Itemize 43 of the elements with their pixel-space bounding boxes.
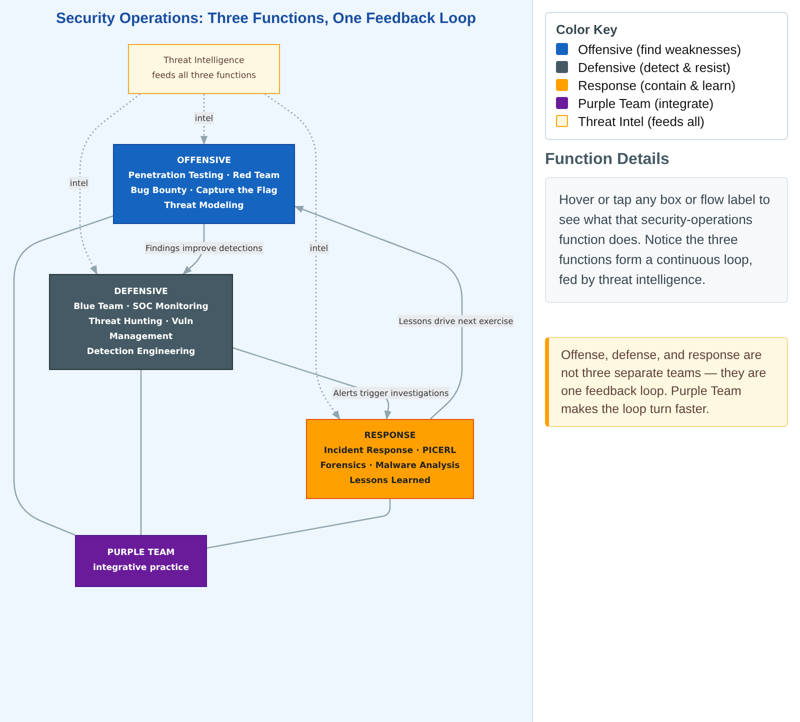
legend-text: Defensive (detect & resist) xyxy=(578,60,730,74)
function-box xyxy=(306,419,474,499)
arrow xyxy=(264,93,340,420)
box-text: Threat Intelligence xyxy=(164,55,244,68)
function-box xyxy=(75,535,207,587)
box-text: Blue Team · SOC Monitoring xyxy=(74,300,208,314)
box-text: Incident Response · PICERL xyxy=(324,445,456,458)
diagram-title: Security Operations: Three Functions, One Feedback Loop xyxy=(54,10,478,27)
function-box xyxy=(49,274,233,370)
box-text: Forensics · Malware Analysis xyxy=(320,460,460,473)
edge-label: Lessons drive next exercise xyxy=(398,315,514,327)
box-text: Threat Hunting · Vuln Management xyxy=(88,316,194,344)
legend-text: Purple Team (integrate) xyxy=(578,96,714,110)
box-heading: DEFENSIVE xyxy=(114,286,168,298)
callout-note: Offense, defense, and response are not three separate teams — they are one feedback loop. Purple Team makes the loop turn faster. xyxy=(545,337,788,427)
section-heading: Function Details xyxy=(545,151,670,169)
legend-text: Threat Intel (feeds all) xyxy=(578,114,704,128)
edge-label: Alerts trigger investigations xyxy=(332,387,450,399)
box-text: Bug Bounty · Capture the Flag xyxy=(130,185,278,198)
box-text: Threat Modeling xyxy=(164,200,244,213)
arrow xyxy=(294,206,463,420)
source-box xyxy=(128,44,280,94)
box-text: Lessons Learned xyxy=(349,475,431,488)
box-heading: RESPONSE xyxy=(364,430,416,443)
box-heading: OFFENSIVE xyxy=(176,155,232,168)
info-panel: Hover or tap any box or flow label to see what that security-operations function does. Notice the three functions form a continuous loop, fed by threat intelligence. xyxy=(545,177,788,303)
box-text: Detection Engineering xyxy=(86,346,196,358)
edge-label: intel xyxy=(68,177,90,189)
function-box xyxy=(113,144,295,224)
edge-label: intel xyxy=(194,112,214,124)
arrow xyxy=(79,93,141,275)
box-text: integrative practice xyxy=(93,562,189,575)
box-text: Penetration Testing · Red Team xyxy=(128,170,280,183)
box-text: feeds all three functions xyxy=(152,70,256,83)
legend-text: Response (contain & learn) xyxy=(578,78,736,92)
box-heading: PURPLE TEAM xyxy=(107,547,175,560)
connector xyxy=(13,215,114,536)
connector xyxy=(140,370,142,535)
edge-label: intel xyxy=(308,242,330,254)
legend-text: Offensive (find weaknesses) xyxy=(578,42,742,56)
edge-label: Findings improve detections xyxy=(144,242,264,254)
legend-heading: Color Key xyxy=(556,22,618,37)
connector xyxy=(206,499,391,549)
